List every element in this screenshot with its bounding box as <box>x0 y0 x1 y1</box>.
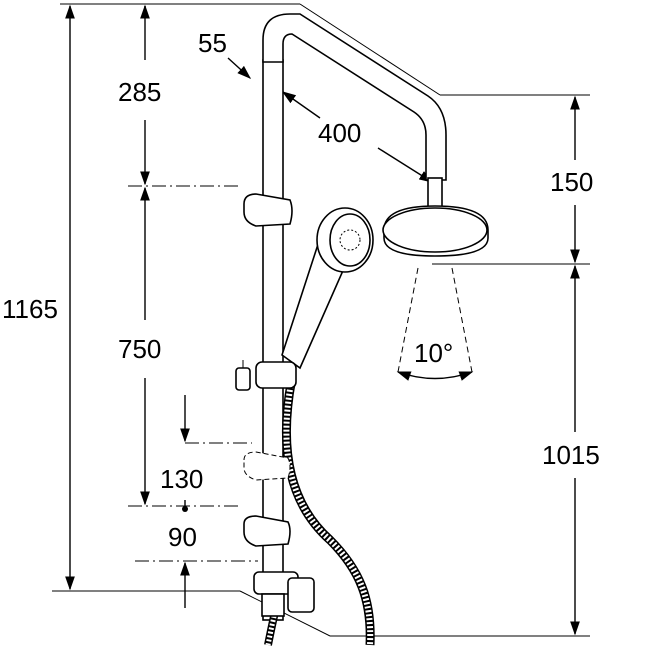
overhead-shower-head <box>382 205 489 257</box>
hand-shower <box>281 207 374 370</box>
label-spray-angle: 10° <box>414 338 453 368</box>
label-arm-length: 400 <box>318 118 361 148</box>
top-holder <box>243 193 293 227</box>
label-overall-height: 1165 <box>2 294 58 324</box>
dimension-lines <box>65 4 580 636</box>
dimension-labels: 1165 285 55 400 150 750 1015 130 90 10° <box>2 28 600 552</box>
wall-connector <box>253 571 315 617</box>
label-head-height: 150 <box>550 167 593 197</box>
label-slider-range: 750 <box>118 334 161 364</box>
lower-holder <box>243 515 291 547</box>
middle-holder-dashed <box>243 451 291 481</box>
label-pipe-diameter: 55 <box>198 28 227 58</box>
hand-shower-slider <box>235 360 297 391</box>
label-bottom-offset: 90 <box>168 522 197 552</box>
label-top-segment: 285 <box>118 77 161 107</box>
label-adjust-range: 130 <box>160 464 203 494</box>
label-head-to-floor: 1015 <box>542 440 600 470</box>
